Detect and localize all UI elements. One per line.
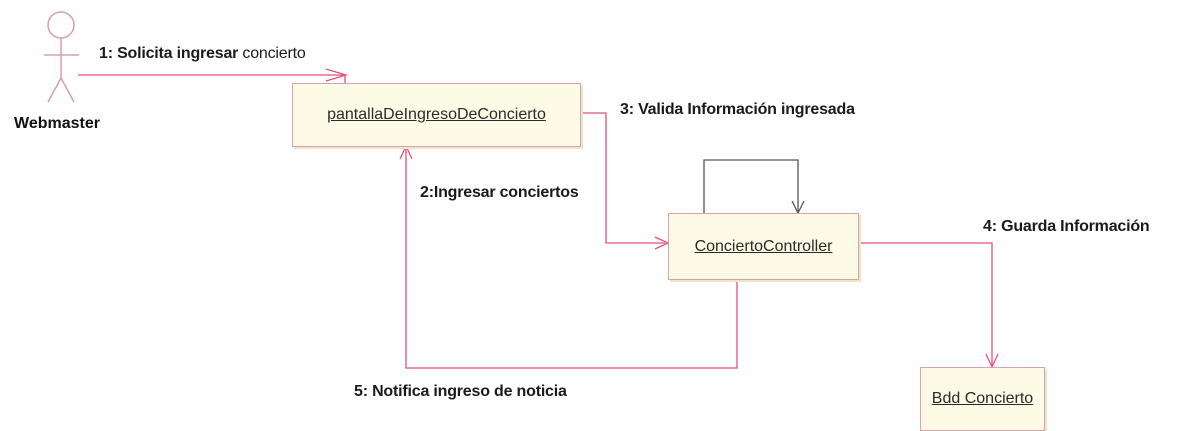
link-controller-db — [858, 242, 993, 366]
message-2: 2:Ingresar conciertos — [420, 184, 579, 201]
link-actor-screen — [78, 74, 346, 83]
actor-label: Webmaster — [14, 115, 100, 132]
message-4: 4: Guarda Información — [983, 218, 1150, 235]
message-3: 3: Valida Información ingresada — [620, 101, 855, 118]
message-1-suffix: concierto — [242, 45, 306, 62]
actor-figure — [44, 11, 79, 103]
object-pantalla-ingreso[interactable]: pantallaDeIngresoDeConcierto — [292, 83, 581, 147]
message-1-prefix: 1: Solicita ingresar — [99, 45, 239, 62]
object-concierto-controller[interactable]: ConciertoController — [668, 213, 859, 280]
arrowhead-1 — [325, 68, 349, 82]
message-1: 1: Solicita ingresar concierto — [99, 45, 306, 63]
object-bdd-concierto[interactable]: Bdd Concierto — [920, 367, 1045, 431]
self-loop — [703, 159, 805, 215]
link-controller-screen — [405, 147, 738, 369]
link-screen-controller — [580, 112, 665, 244]
message-5: 5: Notifica ingreso de noticia — [354, 383, 567, 400]
